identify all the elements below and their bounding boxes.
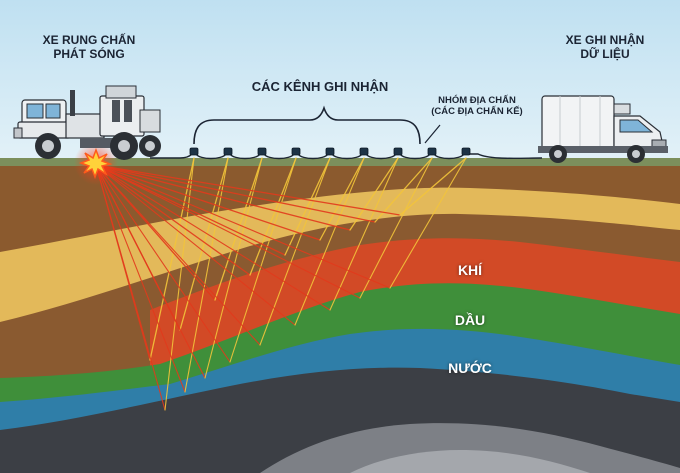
channels-label: CÁC KÊNH GHI NHẬN	[230, 80, 410, 95]
geophone-8	[428, 148, 436, 155]
geophone-1	[190, 148, 198, 155]
water-label: NƯỚC	[430, 360, 510, 376]
gas-label: KHÍ	[440, 262, 500, 278]
vibrator-truck-label: XE RUNG CHẤN PHÁT SÓNG	[14, 34, 164, 62]
vibrator-truck-label-line2: PHÁT SÓNG	[14, 48, 164, 62]
oil-label: DẦU	[438, 312, 502, 328]
geophone-3	[258, 148, 266, 155]
geophone-2	[224, 148, 232, 155]
geophone-7	[394, 148, 402, 155]
recorder-truck-label-line2: DỮ LIỆU	[535, 48, 675, 62]
geophone-group-label: NHÓM ĐỊA CHẤN (CÁC ĐỊA CHẤN KẾ)	[422, 96, 532, 118]
geophone-5	[326, 148, 334, 155]
energy-burst	[81, 150, 110, 177]
recorder-truck-label: XE GHI NHẬN DỮ LIỆU	[535, 34, 675, 62]
geophone-9	[462, 148, 470, 155]
geophone-group-label-line2: (CÁC ĐỊA CHẤN KẾ)	[422, 107, 532, 118]
geophone-6	[360, 148, 368, 155]
vibrator-truck-label-line1: XE RUNG CHẤN	[14, 34, 164, 48]
geophone-4	[292, 148, 300, 155]
recorder-truck-label-line1: XE GHI NHẬN	[535, 34, 675, 48]
geophone-array	[190, 148, 470, 155]
